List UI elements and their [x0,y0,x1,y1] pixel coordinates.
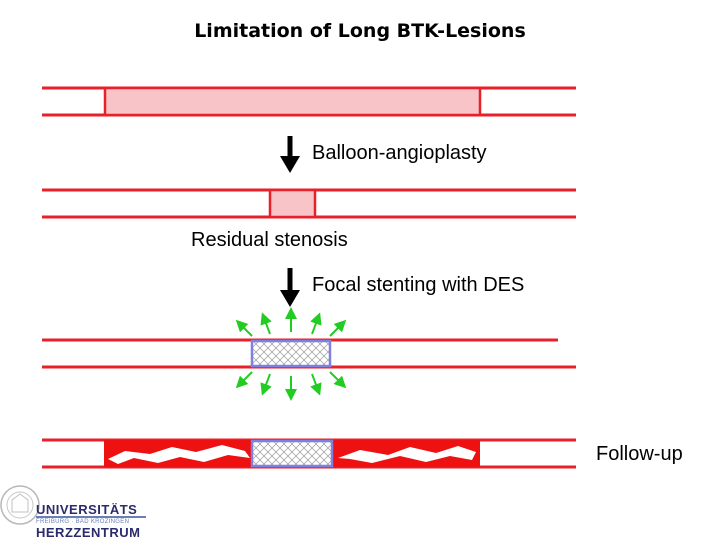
down-arrow-2 [280,268,300,307]
label-residual-stenosis: Residual stenosis [191,229,348,251]
vessel-3-stent [42,338,576,369]
hyperplasia-left [104,440,252,467]
slide-title: Limitation of Long BTK-Lesions [194,20,526,42]
long-lesion [103,86,482,117]
vessel-1-long-lesion [42,86,576,117]
university-seal-icon [0,485,40,525]
logo-line-3: HERZZENTRUM [36,525,141,540]
stent [250,339,332,368]
stent-followup [250,439,334,468]
residual-lesion [268,188,317,219]
down-arrow-1 [280,136,300,173]
logo: UNIVERSITÄTS FREIBURG · BAD KROZINGEN HE… [36,503,146,539]
vessel-4-followup [42,438,576,469]
label-focal-stenting: Focal stenting with DES [312,274,525,296]
logo-line-1: UNIVERSITÄTS [36,502,138,517]
label-balloon-angioplasty: Balloon-angioplasty [312,142,487,164]
radial-force-arrows [235,307,347,401]
hyperplasia-right [332,440,480,467]
logo-line-2: FREIBURG · BAD KROZINGEN [36,516,146,526]
label-follow-up: Follow-up [596,443,683,465]
vessel-2-residual [42,188,576,219]
